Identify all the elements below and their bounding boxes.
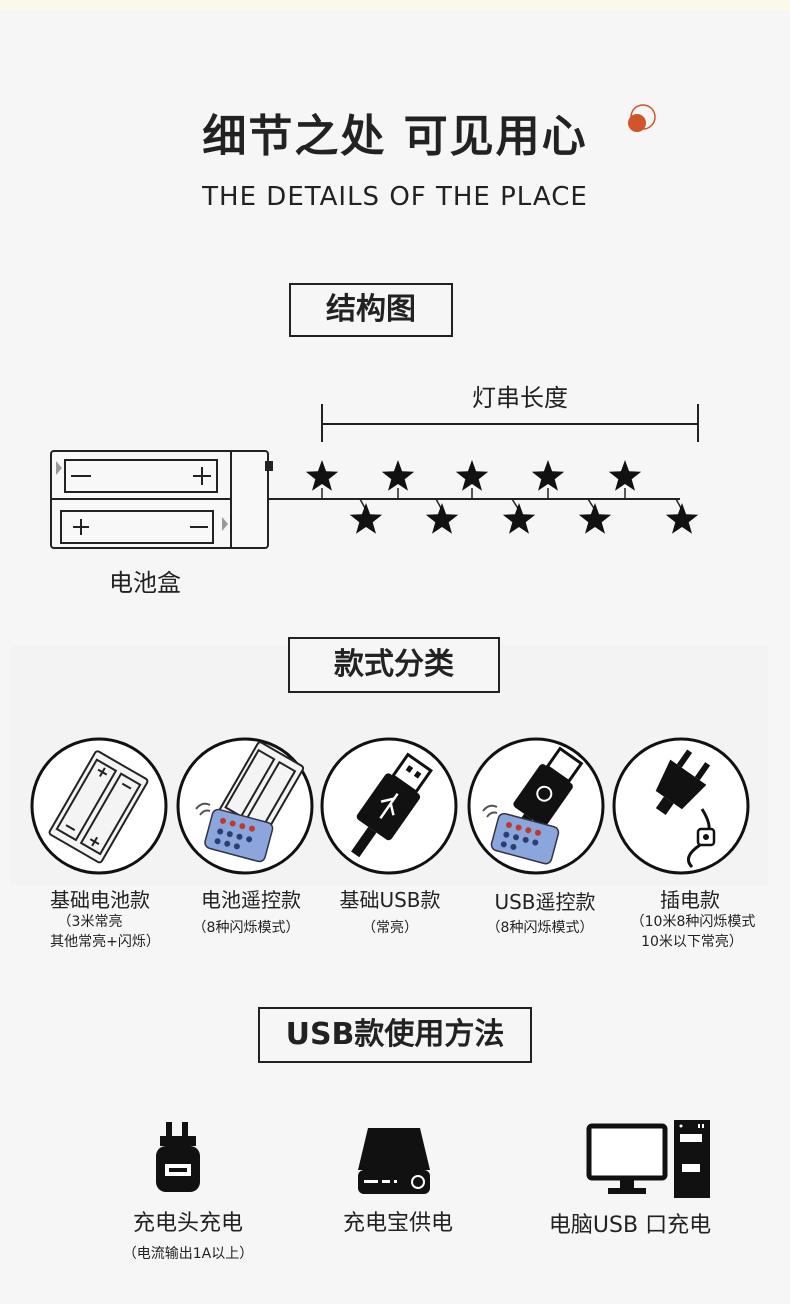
style-icon-usb: [320, 737, 458, 875]
decor-dot-icon: [628, 104, 656, 132]
battery-box-label: 电池盒: [109, 569, 181, 597]
star-light-icon: [381, 460, 415, 491]
style-name-battery-remote: 电池遥控款: [201, 888, 301, 912]
page-title: 细节之处 可见用心: [202, 111, 588, 162]
style-note-battery-1: （3米常亮: [57, 914, 123, 930]
computer-icon: [586, 1120, 710, 1198]
charger-icon: [156, 1122, 200, 1192]
power-bank-icon: [358, 1128, 430, 1194]
star-light-icon: [608, 460, 642, 491]
star-light-icon: [349, 503, 383, 534]
length-bracket: [321, 404, 699, 442]
battery-box-drawing: [50, 450, 273, 549]
structure-heading: 结构图: [289, 283, 453, 337]
style-name-battery: 基础电池款: [50, 888, 150, 912]
style-icon-usb-remote: [467, 737, 605, 875]
style-name-usb: 基础USB款: [339, 888, 441, 912]
page-subtitle: THE DETAILS OF THE PLACE: [202, 182, 588, 212]
style-note-plug-1: （10米8种闪烁模式: [630, 914, 756, 930]
style-icon-battery: [30, 737, 168, 875]
style-note-battery-2: 其他常亮+闪烁）: [50, 934, 160, 950]
star-light-icon: [502, 503, 536, 534]
method-note-charger: （电流输出1A以上）: [122, 1246, 254, 1262]
star-light-icon: [455, 460, 489, 491]
style-note-plug-2: 10米以下常亮）: [641, 934, 743, 950]
top-strip: [0, 0, 790, 10]
style-name-plug: 插电款: [660, 888, 720, 912]
style-name-usb-remote: USB遥控款: [494, 890, 596, 914]
string-length-label: 灯串长度: [472, 384, 568, 412]
star-light-icon: [578, 503, 612, 534]
star-light-icon: [425, 503, 459, 534]
method-name-power-bank: 充电宝供电: [342, 1211, 453, 1236]
usb-usage-heading: USB款使用方法: [258, 1007, 532, 1063]
styles-heading: 款式分类: [288, 637, 500, 693]
star-light-icon: [305, 460, 339, 491]
method-name-computer: 电脑USB 口充电: [548, 1213, 712, 1238]
method-name-charger: 充电头充电: [132, 1211, 243, 1236]
style-note-battery-remote: （8种闪烁模式）: [192, 920, 300, 936]
style-icon-battery-remote: [176, 737, 314, 875]
style-icon-plug: [612, 737, 750, 875]
style-note-usb: （常亮）: [362, 920, 418, 936]
structure-diagram: [50, 404, 699, 549]
star-light-icon: [531, 460, 565, 491]
style-note-usb-remote: （8种闪烁模式）: [486, 920, 594, 936]
star-light-icon: [665, 503, 699, 534]
